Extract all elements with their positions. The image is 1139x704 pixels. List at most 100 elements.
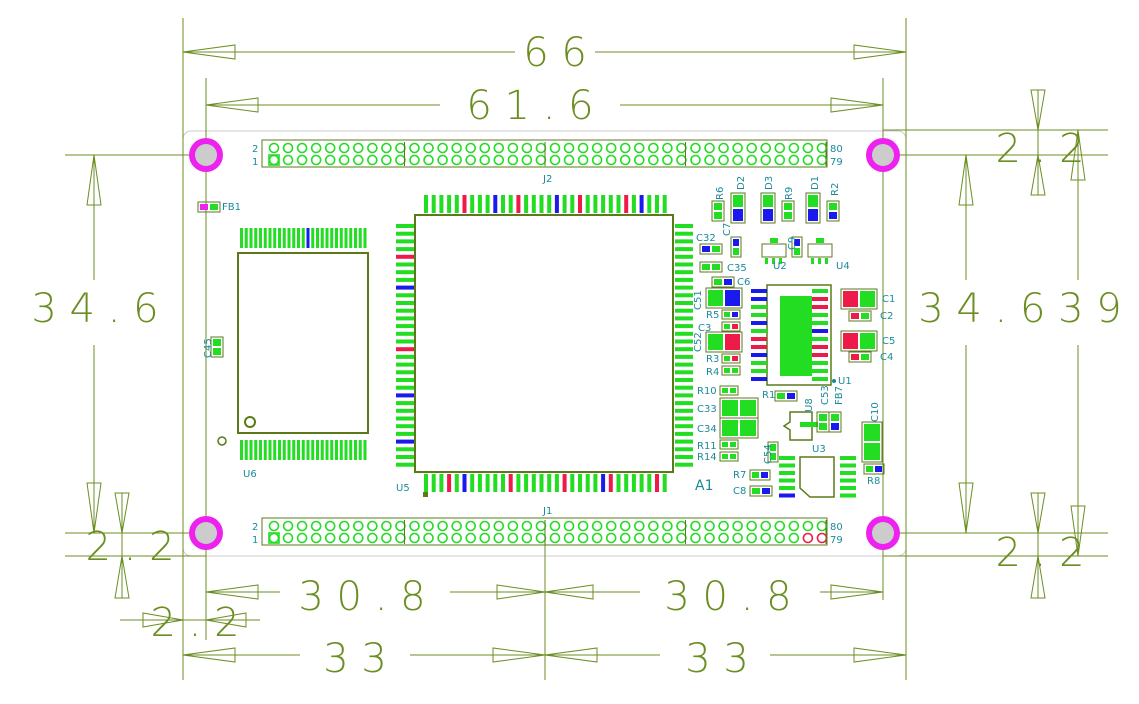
j2-pin: [591, 142, 603, 154]
u3-pad: [840, 456, 856, 460]
component-d2: [730, 192, 746, 224]
u5-pad: [675, 362, 693, 367]
j1-pin: [268, 520, 280, 532]
u5-pad: [675, 408, 693, 413]
dim-lower-left-small: 2 . 2: [150, 600, 239, 646]
j2-pin: [605, 142, 617, 154]
j1-pin: [437, 532, 448, 544]
j1-pin1-label: 1: [252, 535, 258, 546]
label-r14: R14: [697, 452, 717, 463]
label-r11: R11: [697, 441, 717, 452]
j2-pin: [633, 154, 645, 166]
j2-pin: [633, 142, 645, 154]
u5-pad: [647, 195, 652, 213]
component-r3: [721, 353, 741, 364]
j2-pin: [423, 142, 434, 154]
u6-pad: [363, 440, 367, 460]
u5-pad: [396, 277, 414, 282]
u5-pad: [616, 474, 621, 492]
u5-pad: [447, 474, 452, 492]
dim-height-right: 3 4 . 6 3 9: [918, 286, 1122, 332]
dim-bottom-left-margin: 2 . 2: [85, 524, 174, 570]
u6-pad: [330, 228, 334, 248]
u5-pad: [396, 316, 414, 321]
j2-pin: [268, 142, 280, 154]
u5-pad: [662, 195, 667, 213]
j1-pin: [788, 532, 800, 544]
j1-pin: [282, 532, 294, 544]
j2-ref: J2: [542, 174, 552, 185]
dim-half-right-outer: 3 3: [685, 636, 749, 682]
u5-pad: [508, 474, 513, 492]
j2-pin: [718, 142, 729, 154]
u6-pad: [301, 228, 305, 248]
u1-pad: [751, 353, 767, 357]
u6-pad: [339, 440, 343, 460]
j2-pin: [591, 154, 603, 166]
j2-pin: [465, 154, 477, 166]
u6-pad: [316, 440, 319, 460]
u1-pad: [751, 297, 767, 301]
label-c6: C6: [737, 277, 750, 288]
label-r7: R7: [733, 470, 746, 481]
j1-pin: [493, 520, 505, 532]
u3-pad: [779, 493, 795, 498]
label-c35: C35: [727, 263, 747, 274]
header-j2: [261, 139, 828, 168]
component-c5: [840, 330, 878, 352]
label-d3: D3: [764, 176, 775, 190]
u6-pad: [301, 440, 305, 460]
j2-pin: [648, 142, 659, 154]
j1-pin2-label: 2: [252, 522, 258, 533]
u5-pad: [675, 262, 693, 267]
u1-pad: [751, 361, 767, 365]
j2-pin: [338, 154, 350, 166]
u5-pad: [675, 416, 693, 421]
j1-pin: [619, 520, 631, 532]
u5-pad: [396, 324, 414, 329]
u6-pad: [344, 228, 348, 248]
u6-pad: [335, 440, 338, 460]
label-c52: C52: [693, 332, 704, 352]
u6-pad: [287, 440, 291, 460]
j1-pin: [662, 520, 673, 532]
dim-bottom-right-margin: 2 . 2: [995, 530, 1084, 576]
u5-pad: [675, 378, 693, 382]
u5-pad: [539, 195, 544, 213]
u6-pad: [311, 228, 315, 248]
u5-pad: [578, 195, 582, 213]
u5-pad: [396, 285, 414, 290]
u5-pad: [424, 474, 428, 492]
u5-pad: [639, 195, 644, 213]
u5-pad: [396, 462, 414, 467]
label-fb1: FB1: [222, 202, 241, 213]
u6-pad: [325, 228, 329, 248]
j1-pin: [732, 520, 743, 532]
u5-pad: [439, 474, 444, 492]
component-r9: [781, 200, 795, 222]
j1-pin: [521, 532, 533, 544]
u5-pad: [554, 474, 559, 492]
j2-pin: [479, 154, 491, 166]
j2-pin: [367, 154, 378, 166]
j1-pin: [352, 520, 364, 532]
u5-pad: [396, 301, 414, 305]
u5-pad: [675, 285, 693, 290]
j1-pin: [577, 532, 589, 544]
u5-pad: [675, 424, 693, 429]
u5-pad: [396, 455, 414, 459]
u5-pad: [675, 293, 693, 298]
j2-pin: [577, 142, 589, 154]
j1-pin: [788, 520, 800, 532]
u5-pad: [675, 370, 693, 375]
u3-pad: [840, 471, 856, 475]
u1-pad: [812, 361, 828, 365]
u5-pad: [675, 316, 693, 321]
u1-pad: [751, 313, 767, 317]
j1-pin: [690, 532, 701, 544]
u6-pad: [249, 228, 253, 248]
j2-pin: [324, 142, 336, 154]
u5-pad: [396, 254, 414, 259]
u6-pad: [240, 228, 243, 248]
u5-pad: [516, 195, 521, 213]
